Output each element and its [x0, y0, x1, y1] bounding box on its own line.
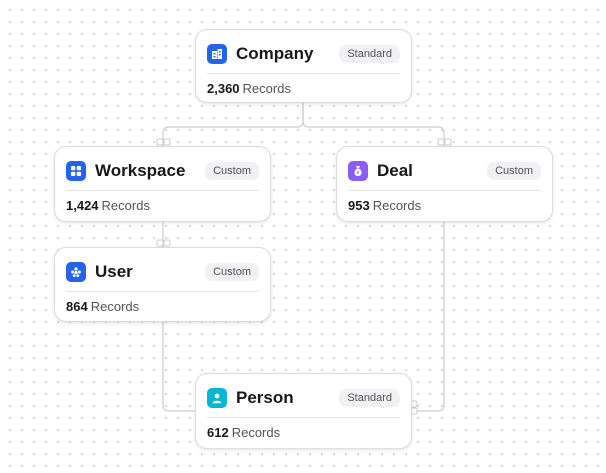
record-count-unit: Records — [372, 198, 422, 213]
node-title: Company — [236, 44, 314, 63]
person-icon — [207, 388, 227, 408]
node-title: Person — [236, 388, 294, 407]
money-bag-icon — [348, 161, 368, 181]
record-count-value: 2,360 — [207, 81, 240, 96]
building-icon — [207, 44, 227, 64]
edge-company-deal — [302, 103, 445, 146]
record-count-unit: Records — [242, 81, 291, 96]
record-count-unit: Records — [231, 425, 281, 440]
node-type-badge: Custom — [487, 162, 541, 180]
record-count-value: 612 — [207, 425, 229, 440]
divider — [207, 417, 400, 418]
node-type-badge: Custom — [205, 162, 259, 180]
grid-icon — [66, 161, 86, 181]
connector-handle[interactable] — [163, 138, 171, 146]
node-type-badge: Standard — [339, 45, 400, 63]
record-count-value: 953 — [348, 198, 370, 213]
divider — [66, 291, 259, 292]
connector-handle[interactable] — [437, 138, 445, 146]
record-count-value: 1,424 — [66, 198, 99, 213]
record-count-value: 864 — [66, 299, 88, 314]
edge-user-person — [162, 322, 195, 412]
connector-handle[interactable] — [156, 239, 164, 247]
record-count-unit: Records — [90, 299, 140, 314]
connector-handle[interactable] — [444, 138, 452, 146]
record-count-unit: Records — [101, 198, 150, 213]
users-icon — [66, 262, 86, 282]
node-type-badge: Custom — [205, 263, 259, 281]
node-title: Deal — [377, 161, 413, 180]
node-title: User — [95, 262, 133, 281]
edge-company-workspace — [162, 103, 304, 146]
connector-handle[interactable] — [163, 239, 171, 247]
divider — [348, 190, 541, 191]
node-type-badge: Standard — [339, 389, 400, 407]
edge-deal-person — [412, 222, 445, 412]
node-title: Workspace — [95, 161, 186, 180]
divider — [207, 73, 400, 74]
divider — [66, 190, 259, 191]
connector-handle[interactable] — [156, 138, 164, 146]
